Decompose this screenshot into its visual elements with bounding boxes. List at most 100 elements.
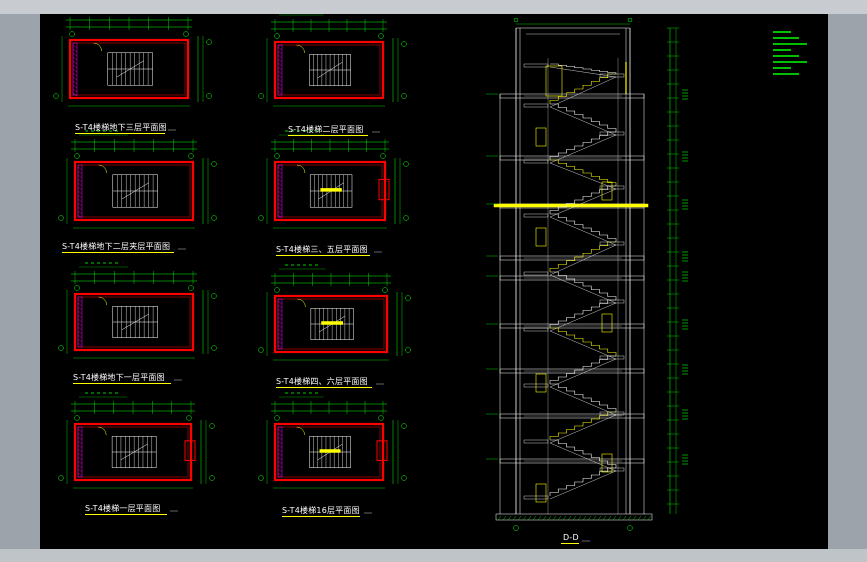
hatch-line [277,86,283,91]
axis-bubble [401,93,407,99]
plan-title-underline-p7 [85,514,167,515]
hatch-line [77,452,83,457]
stair-flight-underside [549,274,617,304]
hatch-line [277,174,283,179]
hatch-line [77,456,83,461]
hatch-line [72,80,78,85]
hatch-line [277,182,283,187]
hatch-line [77,186,83,191]
stair-flight-underside [549,386,617,416]
floor-slab [499,368,645,374]
axis-bubble [211,161,217,167]
hatch-line [77,448,83,453]
stair-flight [550,103,617,132]
foundation-hatch [542,515,547,521]
stair-flight [549,131,616,160]
stair-flight-underside [549,162,617,190]
plan-title-underline-p5 [73,383,171,384]
hatch-line [277,198,283,203]
hatch-line [277,472,283,477]
hatch-line [277,78,283,83]
hatch-line [77,174,83,179]
stair-flight [550,327,617,356]
door-swing [296,44,305,54]
hatch-line [77,472,83,477]
door-swing [296,164,306,174]
stair-landing [599,411,625,416]
stair-landing [523,439,549,444]
hatch-line [277,320,283,325]
axis-bubble [405,347,411,353]
axis-bubble [188,153,194,159]
axis-bubble [258,475,264,481]
foundation-hatch [592,515,597,521]
floor-slab [499,93,645,99]
hatch-line [77,206,83,211]
hatch-line [277,432,283,437]
stair-flight [550,159,617,186]
plan-title-p4: S-T4楼梯三、五层平面图 [276,245,368,254]
stair-flight-underside [549,216,617,246]
hatch-line [77,298,83,303]
hatch-line [277,304,283,309]
floor-slab [499,458,645,464]
axis-bubble [380,153,386,159]
hatch-line [277,46,283,51]
foundation-hatch [537,515,542,521]
wall-outline [273,40,385,100]
door-swing [98,296,107,306]
foundation-hatch [497,515,502,521]
axis-bubble [258,215,264,221]
axis-bubble [74,153,80,159]
hatch-line [277,460,283,465]
axis-bubble [401,423,407,429]
yellow-beam [493,203,649,208]
hatch-line [77,210,83,215]
plan-title-underline-p4 [276,255,370,256]
hatch-line [72,88,78,93]
hatch-line [77,190,83,195]
hatch-line [277,206,283,211]
floor-slab [499,255,645,261]
cad-drawing-canvas[interactable]: S-T4楼梯地下三层平面图 S-T4楼梯二层平面图 S-T4楼梯地下二层夹层平面… [40,14,828,549]
hatch-line [77,194,83,199]
stair-arrow [116,60,144,78]
hatch-line [77,182,83,187]
side-door [184,440,196,461]
foundation-hatch [502,515,507,521]
hatch-line [277,74,283,79]
door-swing [296,426,305,436]
foundation-hatch [512,515,517,521]
hatch-line [77,198,83,203]
stair-flight [549,355,616,384]
hatch-line [277,336,283,341]
hatch-line [77,306,83,311]
hatch-line [277,444,283,449]
section-foundation [495,513,653,521]
stair-arrow [121,182,149,200]
plan-title-p1: S-T4楼梯地下三层平面图 [75,123,167,132]
wall-outline [73,422,193,482]
hatch-line [77,322,83,327]
axis-bubble [186,415,192,421]
axis-bubble [403,215,409,221]
foundation-hatch [532,515,537,521]
stair-flight-underside [549,244,617,276]
foundation-hatch [562,515,567,521]
door-swing [297,298,306,308]
section-window [601,181,613,201]
foundation-hatch [607,515,612,521]
hatch-line [277,300,283,305]
hatch-line [77,428,83,433]
foundation-hatch [632,515,637,521]
hatch-line [77,464,83,469]
stair-flight [550,271,617,300]
section-title: D-D [563,533,579,542]
hatch-line [77,318,83,323]
plan-title-underline-p1 [75,133,165,134]
floor-slab [499,323,645,329]
hatch-line [77,330,83,335]
hatch-line [277,90,283,95]
foundation-hatch [647,515,652,521]
axis-bubble [74,285,80,291]
